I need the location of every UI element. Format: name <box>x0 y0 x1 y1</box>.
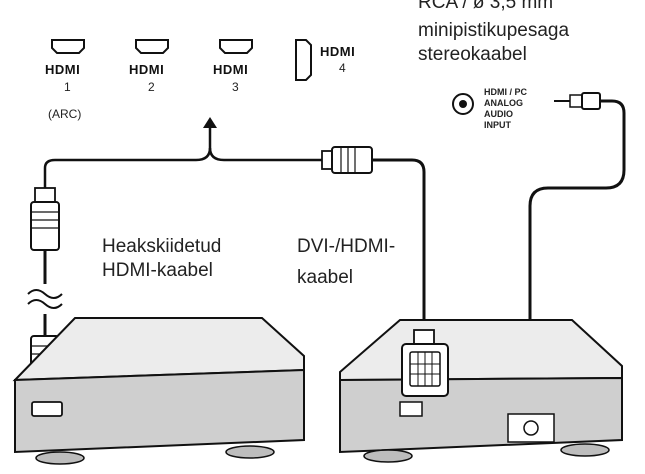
left-device <box>12 317 305 465</box>
hdmi-port-4-logo: HDMI <box>320 44 355 59</box>
audio-input-line4: INPUT <box>484 120 512 130</box>
dvi-cable-label-line1: DVI-/HDMI- <box>297 236 395 257</box>
hdmi-cable-label-line2: HDMI-kaabel <box>102 260 213 281</box>
hdmi-port-4-icon <box>295 39 312 81</box>
audio-input-line1: HDMI / PC <box>484 87 528 97</box>
left-device-foot-2 <box>225 445 275 459</box>
right-device-dvi-port <box>399 401 423 417</box>
hdmi-port-3-icon <box>219 39 253 54</box>
hdmi-port-1-logo: HDMI <box>45 62 80 77</box>
left-device-hdmi-port <box>31 401 63 417</box>
hdmi-port-1-icon <box>51 39 85 54</box>
right-device-foot <box>363 449 413 463</box>
audio-input-line3: AUDIO <box>484 109 513 119</box>
hdmi-port-2-logo: HDMI <box>129 62 164 77</box>
audio-jack-center <box>459 100 467 108</box>
hdmi-port-4: HDMI 4 <box>295 39 355 81</box>
top-cut-text: RCA / ø 3,5 mm <box>418 0 553 13</box>
hdmi-port-3-logo: HDMI <box>213 62 248 77</box>
audio-input-line2: ANALOG <box>484 98 523 108</box>
right-device <box>339 319 623 463</box>
audio-input-jack: HDMI / PC ANALOG AUDIO INPUT <box>452 87 528 130</box>
dvi-connector <box>401 329 449 397</box>
dvi-cable-label-line2: kaabel <box>297 267 353 288</box>
hdmi-port-1-number: 1 <box>64 80 71 94</box>
hdmi-port-2-icon <box>135 39 169 54</box>
hdmi-port-1: HDMI 1 (ARC) <box>45 39 85 121</box>
hdmi-port-1-note: (ARC) <box>48 107 81 121</box>
hdmi-port-2: HDMI 2 <box>129 39 169 94</box>
hdmi-port-2-number: 2 <box>148 80 155 94</box>
dvi-cable <box>321 146 426 330</box>
stereo-cable-line1: minipistikupesaga <box>418 20 569 41</box>
port-arrow <box>203 117 217 152</box>
hdmi-port-3-number: 3 <box>232 80 239 94</box>
stereo-cable-line2: stereokaabel <box>418 44 527 65</box>
hdmi-port-4-number: 4 <box>339 61 346 75</box>
right-device-foot-2 <box>560 443 610 457</box>
arrow-up-icon <box>203 117 217 128</box>
hdmi-cable-label-line1: Heakskiidetud <box>102 236 221 257</box>
left-device-foot <box>35 451 85 465</box>
hdmi-port-3: HDMI 3 <box>213 39 253 94</box>
cable-merge-line <box>43 147 330 188</box>
